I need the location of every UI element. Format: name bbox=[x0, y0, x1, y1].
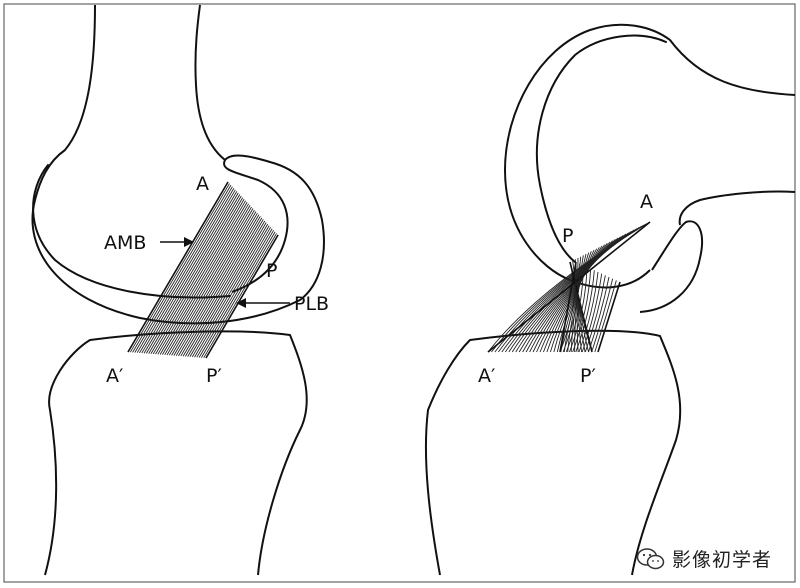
ligament-fiber bbox=[559, 261, 577, 353]
ligament-fiber bbox=[187, 222, 267, 357]
ligament-fiber bbox=[203, 233, 277, 359]
watermark-text: 影像初学者 bbox=[671, 549, 772, 571]
left-label-a-prime: A′ bbox=[106, 365, 123, 387]
ligament-fiber bbox=[591, 278, 614, 353]
figure-frame bbox=[3, 3, 796, 583]
ligament-fiber bbox=[173, 212, 258, 356]
ligament-fiber bbox=[152, 198, 245, 355]
ligament-fiber bbox=[159, 203, 249, 355]
ligament-fiber bbox=[201, 231, 276, 358]
right-condyle-bump bbox=[639, 220, 704, 313]
right-femur-inner-line bbox=[535, 34, 667, 263]
amb-arrowhead bbox=[184, 237, 194, 247]
left-label-p-prime: P′ bbox=[206, 365, 222, 387]
ligament-fiber bbox=[155, 200, 247, 355]
ligament-fiber bbox=[171, 211, 257, 356]
wechat-icon bbox=[636, 547, 665, 569]
left-label-p: P bbox=[266, 260, 277, 282]
ligament-fiber bbox=[577, 257, 583, 353]
ligament-fiber bbox=[189, 223, 269, 357]
ligament-fiber bbox=[180, 217, 263, 357]
ligament-fiber bbox=[532, 239, 616, 353]
ligament-fiber bbox=[549, 245, 603, 353]
ligament-fiber bbox=[529, 237, 619, 353]
ligament-fiber bbox=[588, 276, 610, 353]
right-label-a-prime: A′ bbox=[478, 365, 495, 387]
ligament-fiber bbox=[162, 205, 251, 355]
left-femur bbox=[31, 4, 325, 325]
ligament-fiber bbox=[594, 280, 617, 353]
ligament-edge bbox=[597, 281, 621, 353]
ligament-fiber bbox=[184, 220, 266, 357]
right-femur bbox=[504, 23, 796, 289]
right-label-p: P bbox=[562, 225, 573, 247]
ligament-fiber bbox=[578, 271, 599, 353]
ligament-fiber bbox=[143, 192, 239, 354]
ligament-fiber bbox=[134, 186, 233, 353]
ligament-fiber bbox=[164, 206, 252, 356]
ligament-fiber bbox=[129, 183, 230, 353]
left-knee-extension: A AMB P PLB A′ P′ bbox=[31, 4, 329, 576]
ligament-fiber bbox=[581, 273, 603, 353]
ligament-fiber bbox=[132, 184, 232, 353]
ligament-fiber bbox=[563, 251, 592, 353]
ligament-fiber bbox=[182, 219, 264, 357]
ligament-fiber bbox=[166, 208, 254, 356]
ligament-fiber bbox=[191, 225, 270, 358]
ligament-fiber bbox=[139, 189, 236, 354]
ligament-fiber bbox=[175, 214, 260, 356]
ligament-fiber bbox=[575, 270, 595, 353]
right-tibia bbox=[424, 329, 682, 576]
ligament-fiber bbox=[136, 188, 235, 353]
ligament-fiber bbox=[567, 252, 590, 353]
watermark: 影像初学者 bbox=[636, 545, 772, 572]
ligament-edge bbox=[559, 261, 577, 353]
left-label-plb: PLB bbox=[294, 293, 329, 315]
ligament-fiber bbox=[148, 195, 242, 354]
ligament-fiber bbox=[178, 216, 261, 357]
ligament-fiber bbox=[562, 263, 581, 353]
ligament-fiber bbox=[536, 240, 614, 353]
ligament-fiber bbox=[565, 265, 584, 353]
ligament-edge bbox=[127, 181, 229, 353]
ligament-fiber bbox=[574, 255, 584, 353]
ligament-fiber bbox=[570, 253, 587, 353]
ligament-fiber bbox=[556, 248, 598, 353]
left-label-a: A bbox=[196, 173, 209, 195]
right-acl-fibers bbox=[487, 221, 651, 353]
right-label-p-prime: P′ bbox=[580, 365, 596, 387]
right-label-a: A bbox=[640, 191, 653, 213]
ligament-fiber bbox=[141, 191, 238, 354]
ligament-edge bbox=[205, 234, 279, 359]
ligament-fiber bbox=[194, 226, 272, 358]
left-label-amb: AMB bbox=[104, 232, 146, 254]
ligament-fiber bbox=[168, 209, 255, 356]
left-femur-inner-line bbox=[32, 164, 231, 299]
ligament-fiber bbox=[539, 241, 611, 353]
ligament-fiber bbox=[584, 275, 606, 353]
right-knee-flexion: P A A′ P′ bbox=[424, 23, 796, 576]
ligament-fiber bbox=[196, 228, 273, 358]
ligament-fiber bbox=[553, 247, 600, 353]
ligament-edge bbox=[487, 221, 651, 353]
ligament-fiber bbox=[198, 230, 274, 358]
left-tibia bbox=[44, 330, 308, 576]
ligament-fiber bbox=[560, 249, 595, 353]
plb-arrowhead bbox=[236, 298, 246, 308]
ligament-fiber bbox=[569, 266, 588, 353]
ligament-fiber bbox=[572, 268, 592, 353]
left-acl-fibers bbox=[127, 181, 279, 359]
ligament-fiber bbox=[145, 194, 241, 354]
ligament-fiber bbox=[150, 197, 244, 354]
ligament-fiber bbox=[157, 202, 248, 355]
